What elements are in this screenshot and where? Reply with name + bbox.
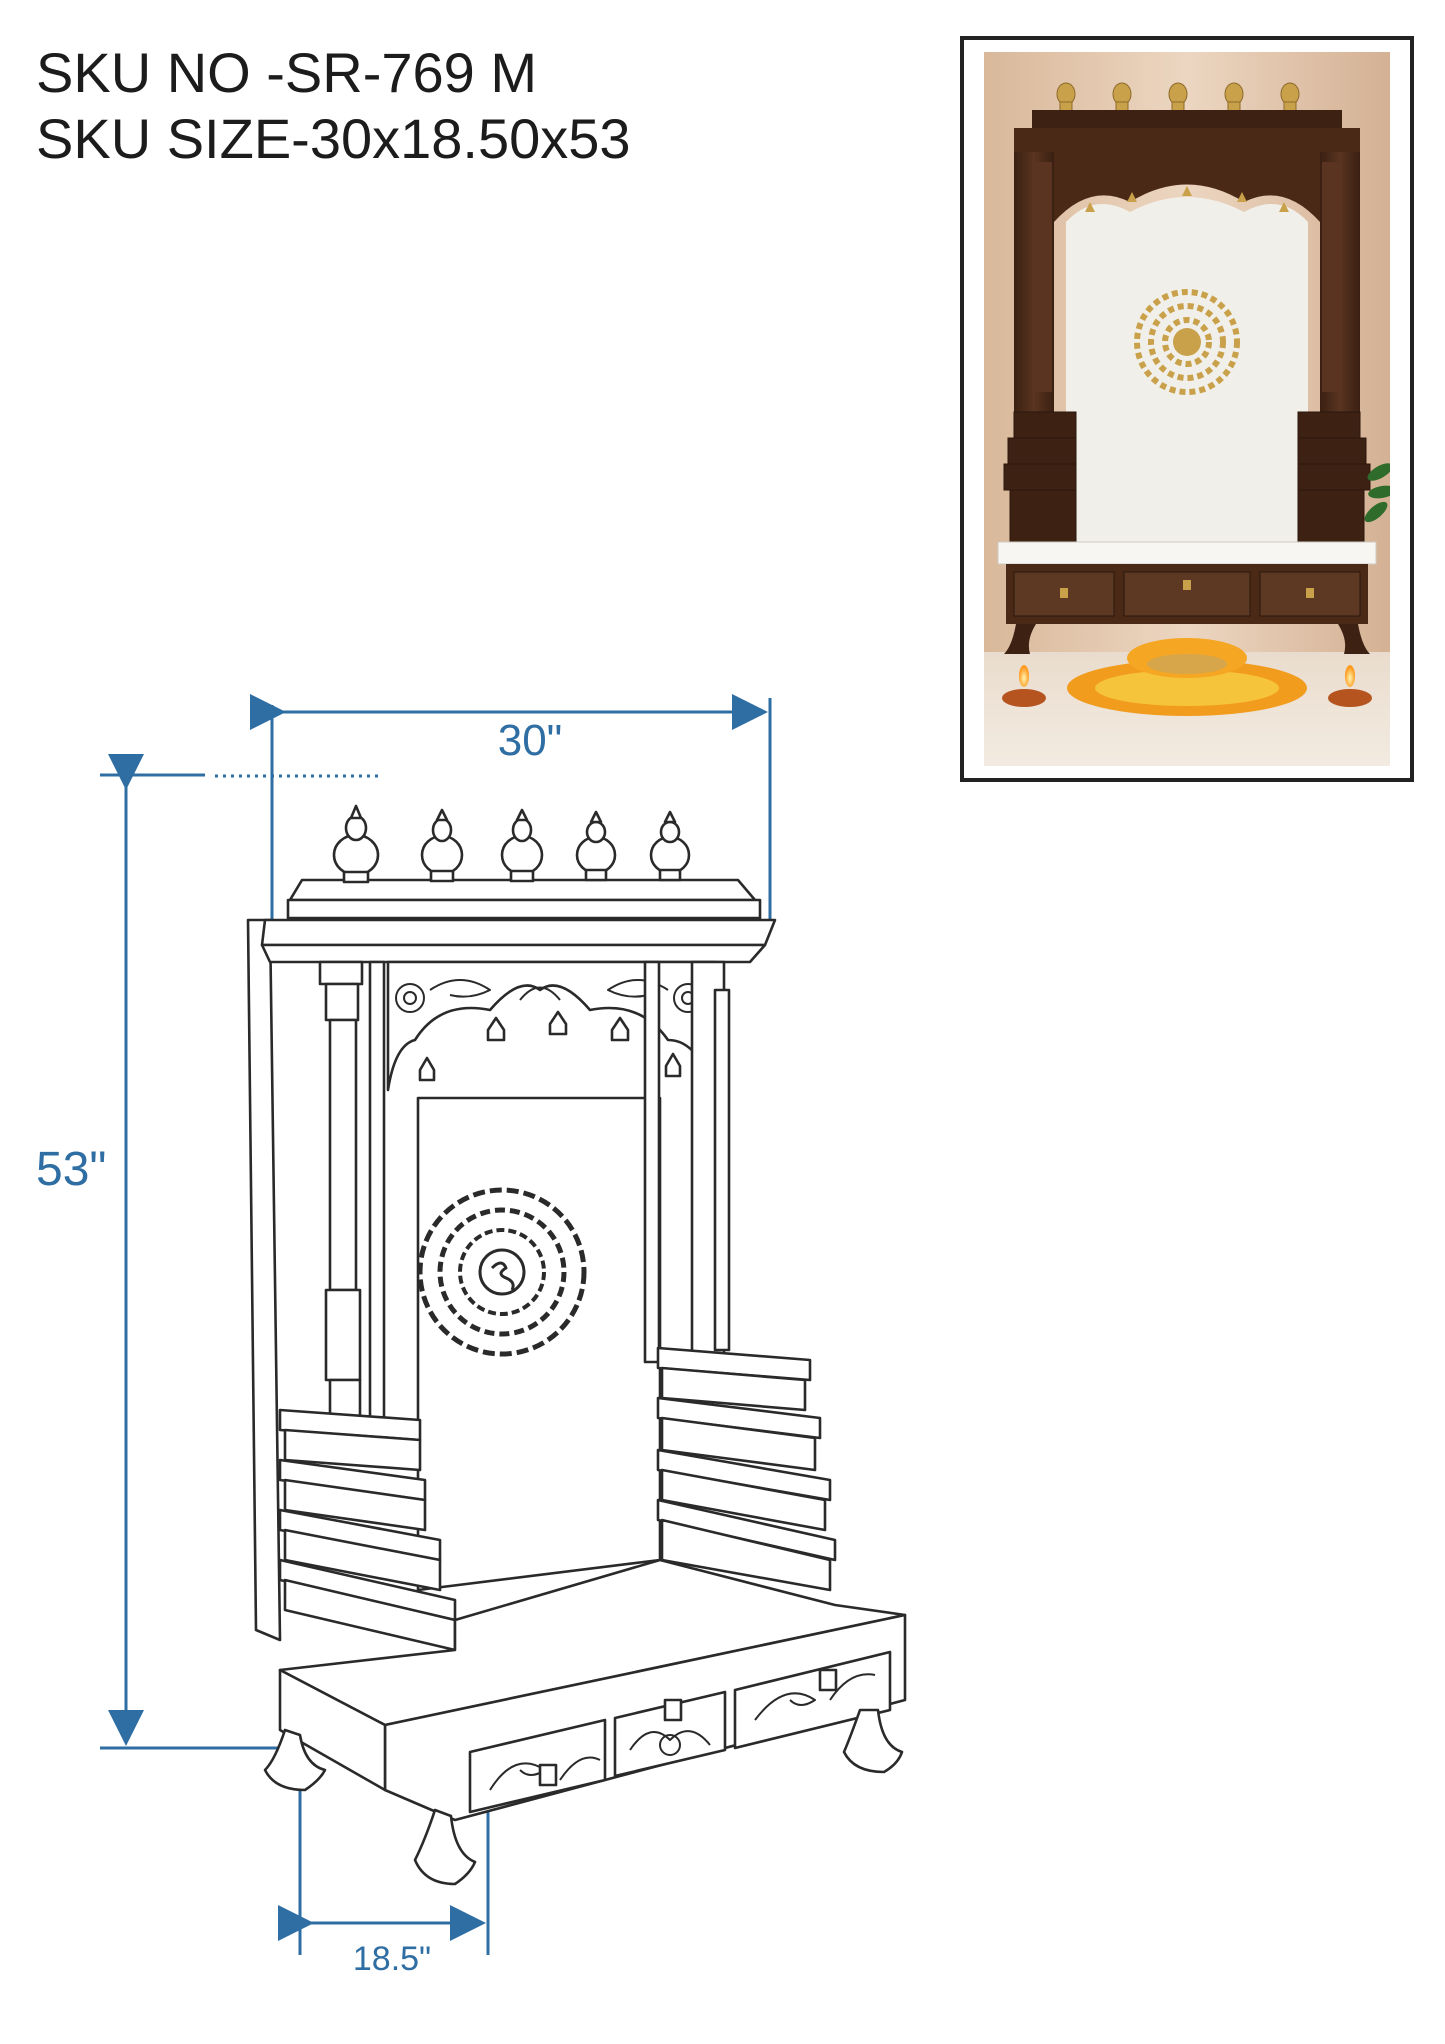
height-label: 53" xyxy=(36,1143,106,1196)
right-stepped-base xyxy=(656,1346,837,1592)
product-photo xyxy=(984,52,1390,766)
finials xyxy=(332,804,691,884)
depth-label: 18.5" xyxy=(353,1940,431,1978)
mandir-line-drawing xyxy=(246,804,907,1886)
hanging-bells xyxy=(418,1010,682,1082)
drawer-right-knob xyxy=(818,1668,838,1692)
platform-top xyxy=(278,1558,907,1727)
arch-panel xyxy=(386,960,717,1100)
cornice-top xyxy=(288,878,757,902)
back-panel xyxy=(416,1096,662,1592)
drawer-left xyxy=(468,1718,607,1814)
om-mandala xyxy=(417,1187,587,1357)
mandir-photo-illustration xyxy=(984,52,1390,766)
drawers xyxy=(468,1650,892,1814)
sku-header: SKU NO -SR-769 M SKU SIZE-30x18.50x53 xyxy=(36,40,631,172)
width-label: 30" xyxy=(498,716,563,765)
left-stepped-base xyxy=(278,1408,457,1652)
left-side-panel xyxy=(246,918,282,1642)
legs xyxy=(263,1708,904,1886)
drawer-right xyxy=(733,1650,892,1750)
sku-size: SKU SIZE-30x18.50x53 xyxy=(36,107,631,170)
cornice-bottom xyxy=(260,918,777,947)
product-photo-frame xyxy=(960,36,1414,782)
right-pillar xyxy=(643,960,731,1364)
drawer-center-knob xyxy=(663,1698,683,1722)
left-pillar xyxy=(318,960,386,1424)
drawer-left-knob xyxy=(538,1763,558,1787)
drawer-center xyxy=(613,1690,727,1778)
cabinet-front xyxy=(383,1613,907,1822)
cabinet-side xyxy=(278,1668,387,1792)
sku-number: SKU NO -SR-769 M xyxy=(36,41,537,104)
